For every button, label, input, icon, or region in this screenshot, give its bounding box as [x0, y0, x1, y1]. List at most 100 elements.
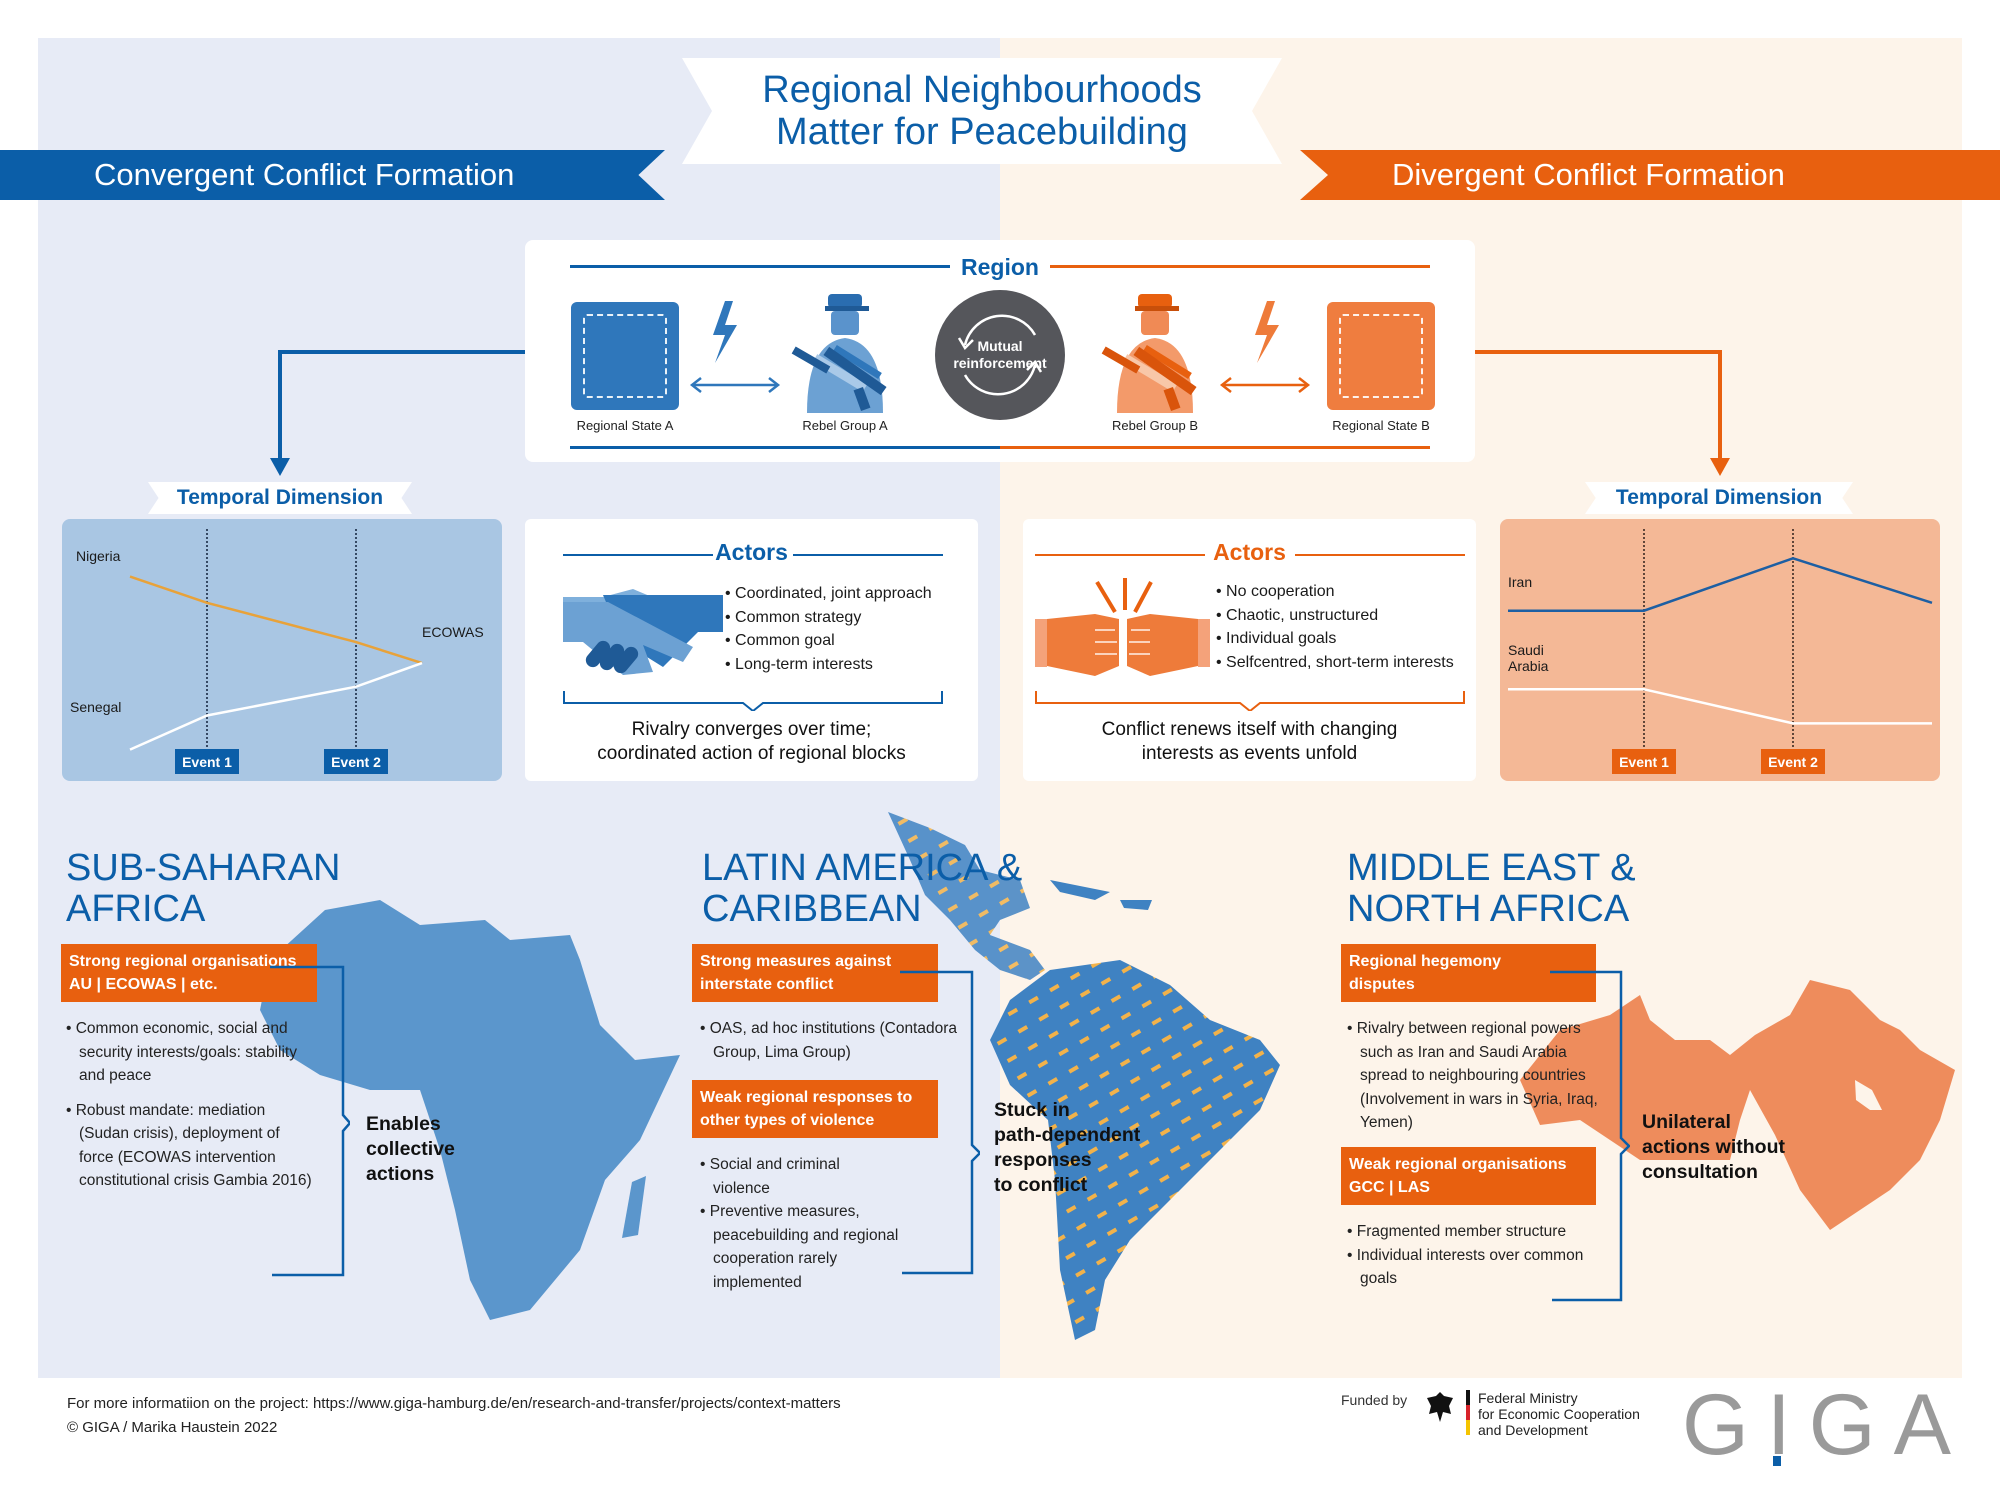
series-saudi-arabia [1508, 688, 1932, 725]
temporal-left-svg [129, 529, 423, 751]
event-1-tag-right: Event 1 [1612, 749, 1676, 774]
iran-label: Iran [1508, 574, 1533, 590]
actors-right-line-r [1295, 554, 1465, 556]
actors-left-title: Actors [715, 539, 788, 565]
soldier-blue-icon [791, 294, 887, 413]
tag-line: Regional hegemony [1349, 953, 1502, 970]
sub-saharan-conclusion: Enables collective actions [366, 1112, 455, 1187]
saudi-label-2: Arabia [1508, 658, 1549, 674]
actors-right-list: No cooperation Chaotic, unstructured Ind… [1216, 580, 1454, 674]
flag-red [1466, 1405, 1470, 1420]
middle-east-bullet: Fragmented member structure [1347, 1220, 1602, 1244]
actors-right-summary: Conflict renews itself with changing int… [1023, 718, 1476, 766]
sub-saharan-bullet: Common economic, social and security int… [66, 1017, 316, 1088]
regional-state-a-label: Regional State A [576, 418, 674, 433]
latin-america-bullet: Social and criminal violence [700, 1153, 900, 1200]
actors-right-title: Actors [1213, 539, 1286, 565]
regional-state-b-label: Regional State B [1332, 418, 1430, 433]
region-line-top-left [570, 265, 950, 268]
latin-america-tag-1: Strong measures against interstate confl… [692, 944, 938, 1002]
giga-logo-blue-mark [1773, 1456, 1781, 1466]
actors-left-line-r [793, 554, 943, 556]
temporal-left-title: Temporal Dimension [176, 486, 384, 509]
ministry-line: for Economic Cooperation [1478, 1406, 1640, 1422]
temporal-right-chart: Iran Saudi Arabia Event 1 Event 2 [1500, 519, 1940, 781]
conclusion-line: Unilateral [1642, 1111, 1731, 1133]
conclusion-line: responses [994, 1149, 1092, 1171]
middle-east-heading-2: NORTH AFRICA [1347, 888, 1630, 930]
footer-copyright: © GIGA / Marika Haustein 2022 [67, 1419, 278, 1436]
title-line-2: Matter for Peacebuilding [776, 111, 1188, 153]
series-iran [1508, 556, 1933, 612]
rebel-group-b-label: Rebel Group B [1112, 418, 1198, 433]
middle-east-tag-2: Weak regional organisations GCC | LAS [1341, 1147, 1596, 1205]
latin-america-conclusion: Stuck in path-dependent responses to con… [994, 1098, 1140, 1198]
conclusion-line: path-dependent [994, 1124, 1141, 1146]
event-2-tag-right: Event 2 [1761, 749, 1825, 774]
latin-america-heading: LATIN AMERICA & CARIBBEAN [702, 848, 1022, 930]
sub-saharan-tag-2: AU | ECOWAS | etc. [69, 976, 218, 993]
latin-america-bullet: Preventive measures, peacebuilding and r… [700, 1200, 900, 1294]
tag-line: Strong measures against [700, 953, 892, 970]
mutual-label-1: Mutual [977, 338, 1023, 354]
tag-line: Weak regional responses to [700, 1089, 913, 1106]
actors-left-item: Common strategy [725, 606, 932, 630]
region-line-bottom-right [1000, 446, 1430, 449]
conflict-lightning-b [1219, 301, 1311, 393]
actors-left-item: Long-term interests [725, 653, 932, 677]
ministry-line: and Development [1478, 1422, 1588, 1438]
regional-state-a-icon [571, 302, 679, 410]
middle-east-heading-1: MIDDLE EAST & [1347, 847, 1636, 889]
middle-east-bullet: Rivalry between regional powers such as … [1347, 1017, 1612, 1135]
convergent-banner-label: Convergent Conflict Formation [94, 157, 515, 192]
ecowas-label: ECOWAS [422, 624, 484, 640]
middle-east-bracket [1550, 970, 1630, 1302]
saudi-label-1: Saudi [1508, 642, 1544, 658]
left-connector-arrow [278, 350, 555, 460]
mutual-label-2: reinforcement [953, 355, 1047, 371]
footer-text: For more informatiion on the project: ht… [67, 1392, 841, 1440]
sub-saharan-bullet: Robust mandate: mediation (Sudan crisis)… [66, 1099, 316, 1193]
ministry-name: Federal Ministry for Economic Cooperatio… [1478, 1390, 1640, 1438]
conclusion-line: to conflict [994, 1174, 1088, 1196]
tag-line: disputes [1349, 976, 1415, 993]
middle-east-heading: MIDDLE EAST & NORTH AFRICA [1347, 848, 1636, 930]
actors-right-summary-2: interests as events unfold [1141, 743, 1358, 764]
conclusion-line: actions [366, 1163, 435, 1185]
event-2-tag: Event 2 [324, 749, 388, 774]
latin-america-bullets-2: Social and criminal violence Preventive … [700, 1153, 900, 1294]
sub-saharan-bracket [270, 965, 350, 1277]
footer-info-link[interactable]: For more informatiion on the project: ht… [67, 1395, 841, 1412]
sub-saharan-heading-1: SUB-SAHARAN [66, 847, 341, 889]
actors-left-item: Common goal [725, 629, 932, 653]
latin-america-map-icon [888, 812, 1280, 1340]
conclusion-line: collective [366, 1138, 455, 1160]
actors-left-summary: Rivalry converges over time; coordinated… [525, 718, 978, 766]
lightning-b-icon [1255, 301, 1279, 363]
regional-state-b-icon [1327, 302, 1435, 410]
divergent-banner-label: Divergent Conflict Formation [1392, 157, 1785, 192]
tag-line: GCC | LAS [1349, 1179, 1430, 1196]
middle-east-map-icon [1520, 980, 1955, 1230]
temporal-left-chart: Nigeria Senegal ECOWAS Event 1 Event 2 [62, 519, 502, 781]
latin-america-tag-2: Weak regional responses to other types o… [692, 1080, 938, 1138]
series-senegal [129, 661, 423, 751]
temporal-left-ribbon: Temporal Dimension [148, 482, 412, 514]
temporal-right-ribbon: Temporal Dimension [1585, 482, 1853, 514]
actors-right-item: Chaotic, unstructured [1216, 604, 1454, 628]
conclusion-line: actions without [1642, 1136, 1785, 1158]
middle-east-conclusion: Unilateral actions without consultation [1642, 1110, 1785, 1185]
sub-saharan-bullets: Common economic, social and security int… [66, 1017, 316, 1193]
convergent-banner: Convergent Conflict Formation [0, 150, 665, 200]
actors-right-summary-1: Conflict renews itself with changing [1101, 719, 1398, 740]
latin-america-bullets-1: OAS, ad hoc institutions (Contadora Grou… [700, 1017, 960, 1064]
flag-gold [1466, 1420, 1470, 1435]
sub-saharan-tag: Strong regional organisations AU | ECOWA… [61, 944, 317, 1002]
sub-saharan-heading: SUB-SAHARAN AFRICA [66, 848, 341, 930]
mutual-reinforcement-circle: Mutual reinforcement [935, 290, 1065, 420]
federal-eagle-icon [1427, 1392, 1453, 1422]
middle-east-bullets-1: Rivalry between regional powers such as … [1347, 1017, 1612, 1135]
divergent-banner: Divergent Conflict Formation [1300, 150, 2000, 200]
actors-left-summary-2: coordinated action of regional blocks [597, 743, 906, 764]
right-arrowhead [1710, 458, 1730, 476]
